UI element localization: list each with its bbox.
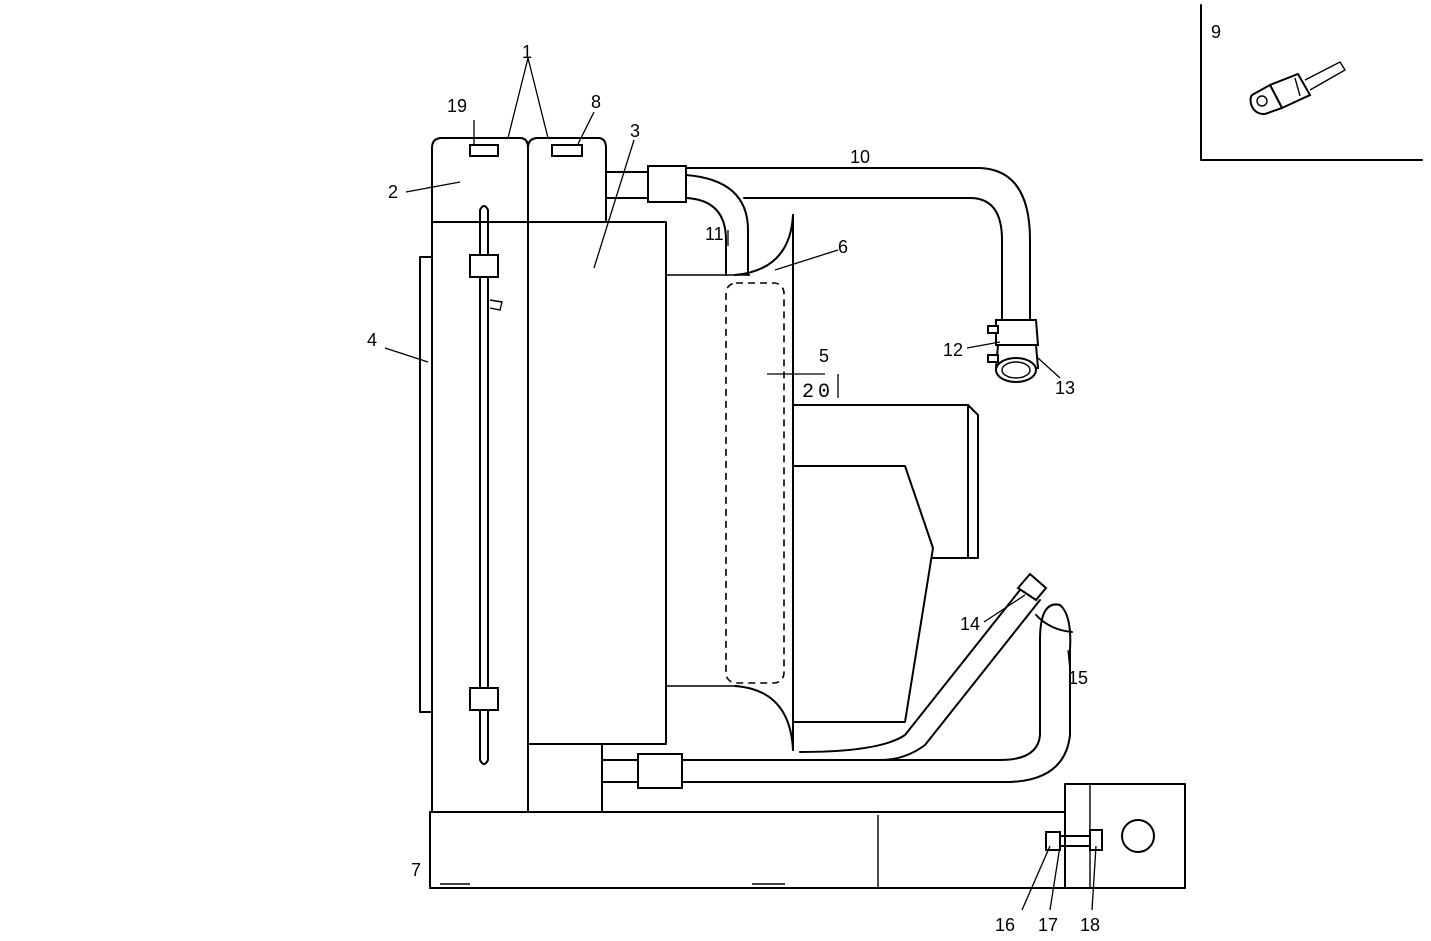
left-filler-cap [469, 144, 499, 157]
level-gauge-tube [469, 205, 503, 765]
engine-block [792, 404, 979, 723]
fan-shroud-6 [666, 214, 794, 751]
lower-pipe-14 [799, 572, 1048, 761]
upper-hose-10 [605, 165, 1031, 326]
upper-hose-clamp [647, 165, 687, 203]
drain-bracket [1045, 783, 1186, 889]
label-1: 1 [522, 42, 532, 62]
label-8: 8 [591, 92, 601, 112]
label-17: 17 [1038, 915, 1058, 935]
gauge-clamp-bottom [469, 687, 499, 711]
label-12: 12 [943, 340, 963, 360]
label-3: 3 [630, 121, 640, 141]
label-9: 9 [1211, 22, 1221, 42]
label-19: 19 [447, 96, 467, 116]
label-4: 4 [367, 330, 377, 350]
fan-shroud-plate [419, 256, 433, 713]
label-13: 13 [1055, 378, 1075, 398]
label-5: 5 [819, 346, 829, 366]
hose-end-fitting [987, 319, 1040, 383]
label-11: 11 [705, 224, 724, 244]
label-16: 16 [995, 915, 1015, 935]
label-10: 10 [850, 147, 870, 167]
radiator-base [431, 744, 603, 813]
lower-hose-clamp [637, 753, 683, 789]
label-18: 18 [1080, 915, 1100, 935]
radiator-right-tank [527, 137, 667, 745]
label-6: 6 [838, 237, 848, 257]
label-7: 7 [411, 860, 421, 880]
leader-lines [384, 57, 1097, 911]
right-filler-cap [551, 144, 583, 157]
fan-outline-dashed [725, 282, 785, 684]
label-14: 14 [960, 614, 980, 634]
label-20: 20 [802, 381, 834, 404]
callout-labels: 1 2 3 4 5 6 7 8 9 10 11 12 13 14 15 16 1… [367, 22, 1221, 935]
label-2: 2 [388, 182, 398, 202]
drain-cock-16 [1045, 831, 1061, 851]
inset-part-9 [1200, 4, 1423, 161]
label-15: 15 [1068, 668, 1088, 688]
radiator-core [527, 221, 667, 745]
lower-hose-15 [601, 603, 1073, 789]
base-beam [429, 811, 1186, 889]
temperature-sensor-icon [1249, 61, 1346, 116]
gauge-clamp-top [469, 254, 499, 278]
radiator-left-tank [431, 137, 666, 813]
